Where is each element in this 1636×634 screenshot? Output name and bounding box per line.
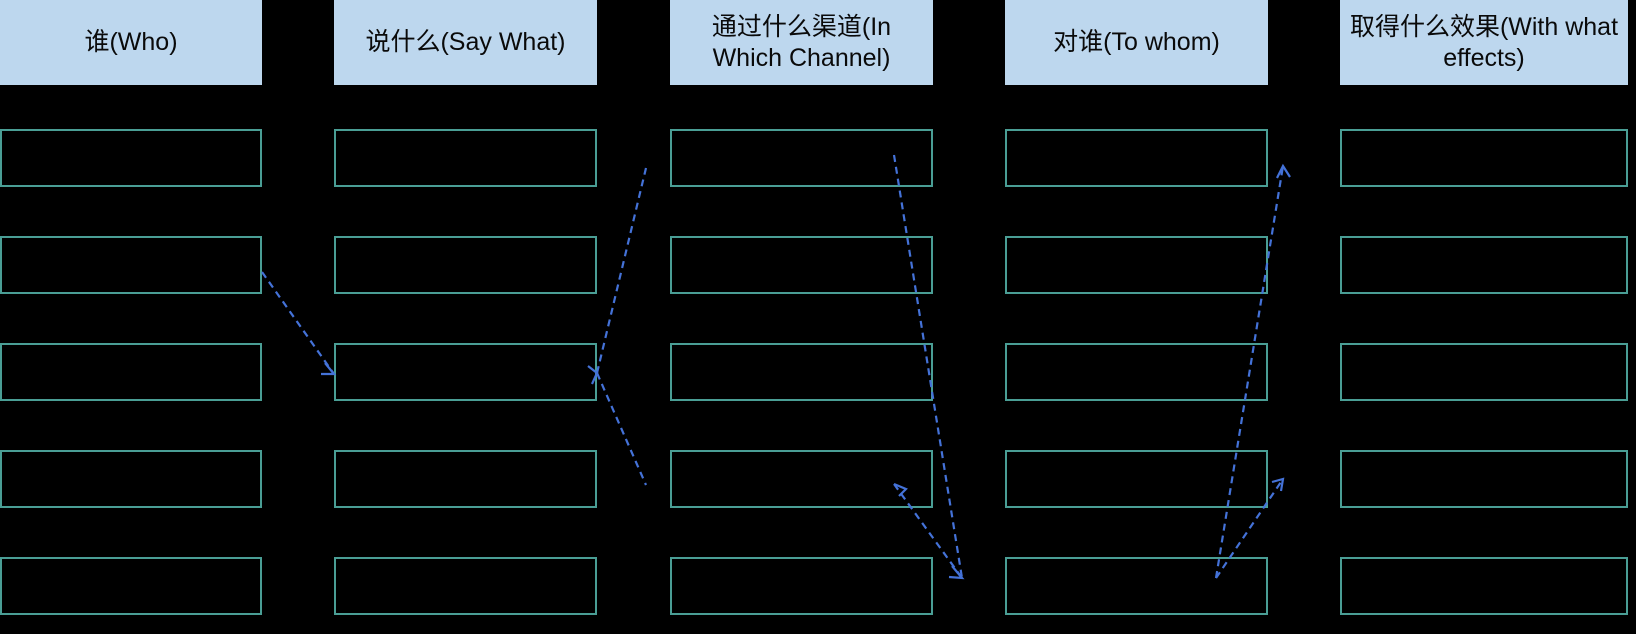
cell-with-what-effects-1[interactable] <box>1340 129 1628 187</box>
cell-who-3[interactable] <box>0 343 262 401</box>
connector-saywhat-r3-to-channel-r4 <box>595 372 648 486</box>
cell-with-what-effects-5[interactable] <box>1340 557 1628 615</box>
cell-in-which-channel-2[interactable] <box>670 236 933 294</box>
cell-who-4[interactable] <box>0 450 262 508</box>
cell-say-what-2[interactable] <box>334 236 597 294</box>
column-header-with-what-effects: 取得什么效果(With what effects) <box>1340 0 1628 85</box>
cell-say-what-1[interactable] <box>334 129 597 187</box>
cell-to-whom-2[interactable] <box>1005 236 1268 294</box>
cell-who-1[interactable] <box>0 129 262 187</box>
cell-in-which-channel-3[interactable] <box>670 343 933 401</box>
cell-to-whom-1[interactable] <box>1005 129 1268 187</box>
column-header-say-what: 说什么(Say What) <box>334 0 597 85</box>
connector-who-r2-to-saywhat-r3 <box>261 271 337 376</box>
cell-in-which-channel-1[interactable] <box>670 129 933 187</box>
cell-with-what-effects-3[interactable] <box>1340 343 1628 401</box>
cell-in-which-channel-5[interactable] <box>670 557 933 615</box>
cell-in-which-channel-4[interactable] <box>670 450 933 508</box>
column-header-to-whom: 对谁(To whom) <box>1005 0 1268 85</box>
cell-say-what-4[interactable] <box>334 450 597 508</box>
cell-with-what-effects-2[interactable] <box>1340 236 1628 294</box>
cell-to-whom-4[interactable] <box>1005 450 1268 508</box>
cell-with-what-effects-4[interactable] <box>1340 450 1628 508</box>
cell-say-what-5[interactable] <box>334 557 597 615</box>
cell-say-what-3[interactable] <box>334 343 597 401</box>
cell-to-whom-5[interactable] <box>1005 557 1268 615</box>
column-header-in-which-channel: 通过什么渠道(In Which Channel) <box>670 0 933 85</box>
cell-who-2[interactable] <box>0 236 262 294</box>
column-header-who: 谁(Who) <box>0 0 262 85</box>
cell-to-whom-3[interactable] <box>1005 343 1268 401</box>
cell-who-5[interactable] <box>0 557 262 615</box>
